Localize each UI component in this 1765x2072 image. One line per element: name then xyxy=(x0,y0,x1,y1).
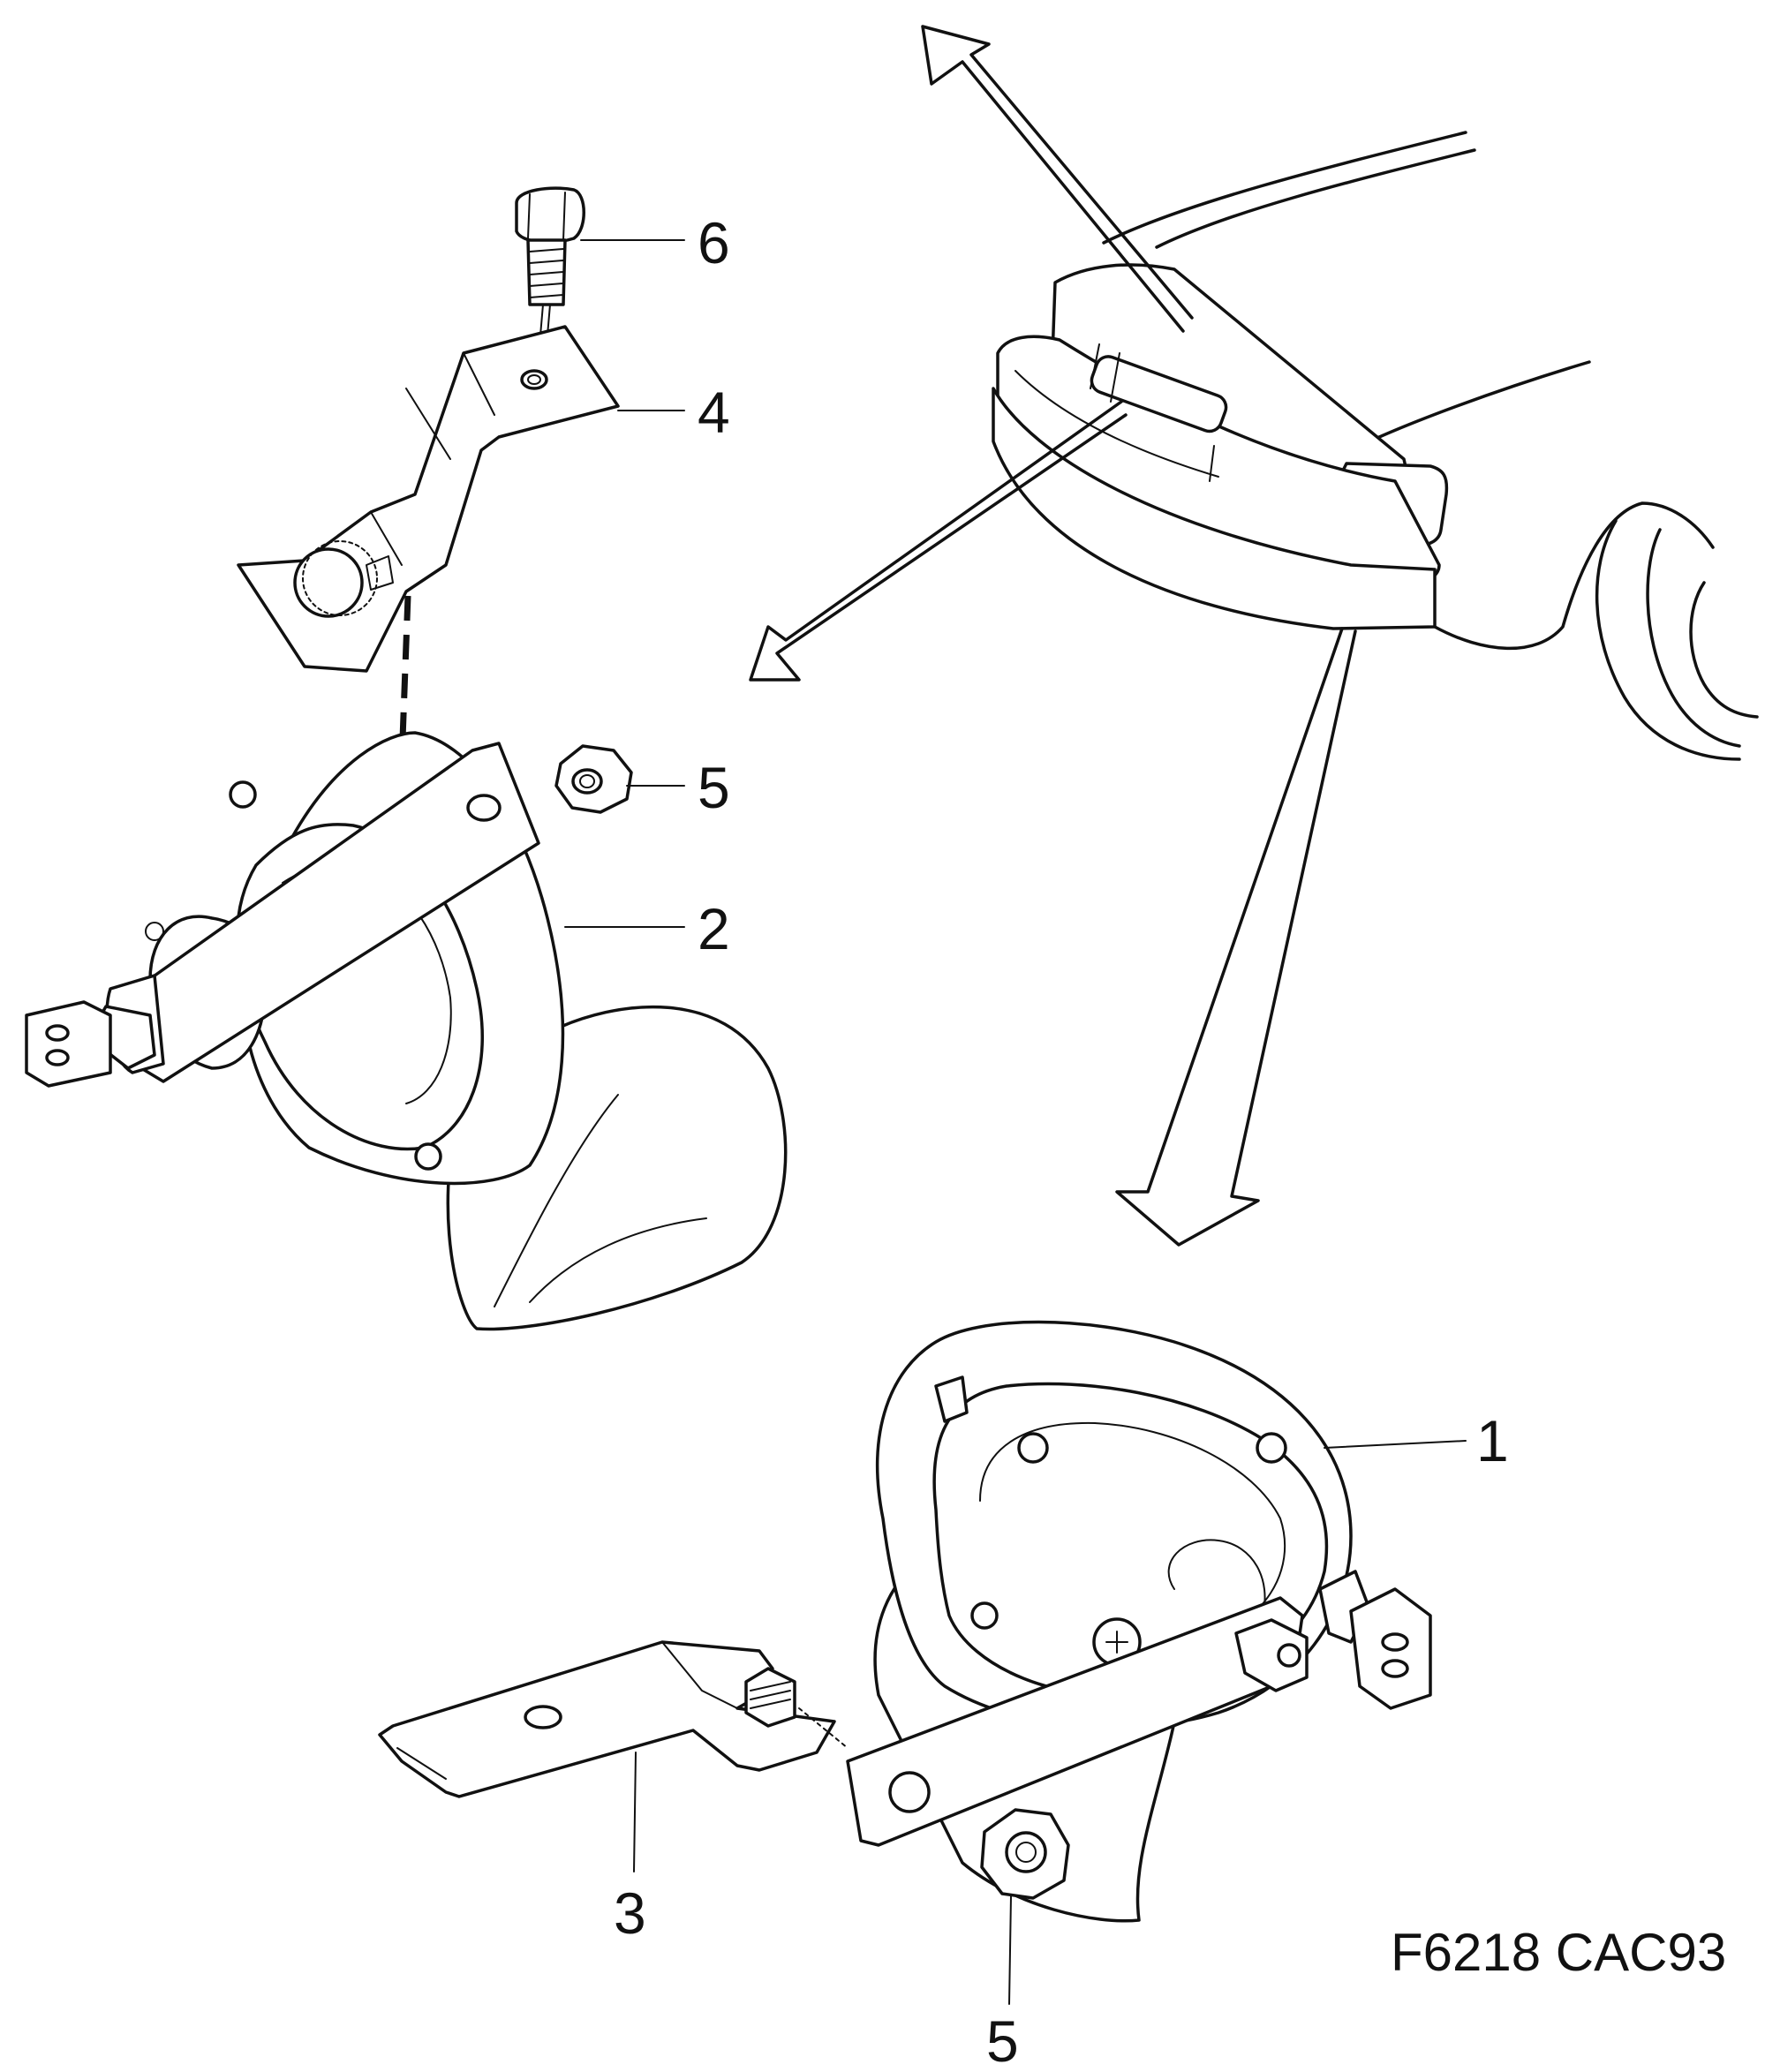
horn-part-1 xyxy=(846,1320,1467,1923)
callout-2: 2 xyxy=(698,896,730,961)
bolt-part-6 xyxy=(515,186,685,336)
car-front-corner xyxy=(992,131,1759,761)
callout-1: 1 xyxy=(1476,1408,1509,1473)
bracket-part-4 xyxy=(237,325,685,673)
direction-arrows xyxy=(749,25,1357,1247)
callout-3: 3 xyxy=(614,1880,646,1946)
horn-part-2 xyxy=(25,731,788,1331)
callout-5-lower: 5 xyxy=(986,2008,1019,2072)
nut-part-5-upper xyxy=(554,744,685,814)
figure-code: F6218 CAC93 xyxy=(1391,1923,1726,1982)
callout-6: 6 xyxy=(698,210,730,275)
callout-4: 4 xyxy=(698,380,730,445)
nut-part-5-lower xyxy=(980,1808,1070,2005)
bracket-part-3 xyxy=(378,1640,849,1872)
callout-5-upper: 5 xyxy=(698,755,730,820)
